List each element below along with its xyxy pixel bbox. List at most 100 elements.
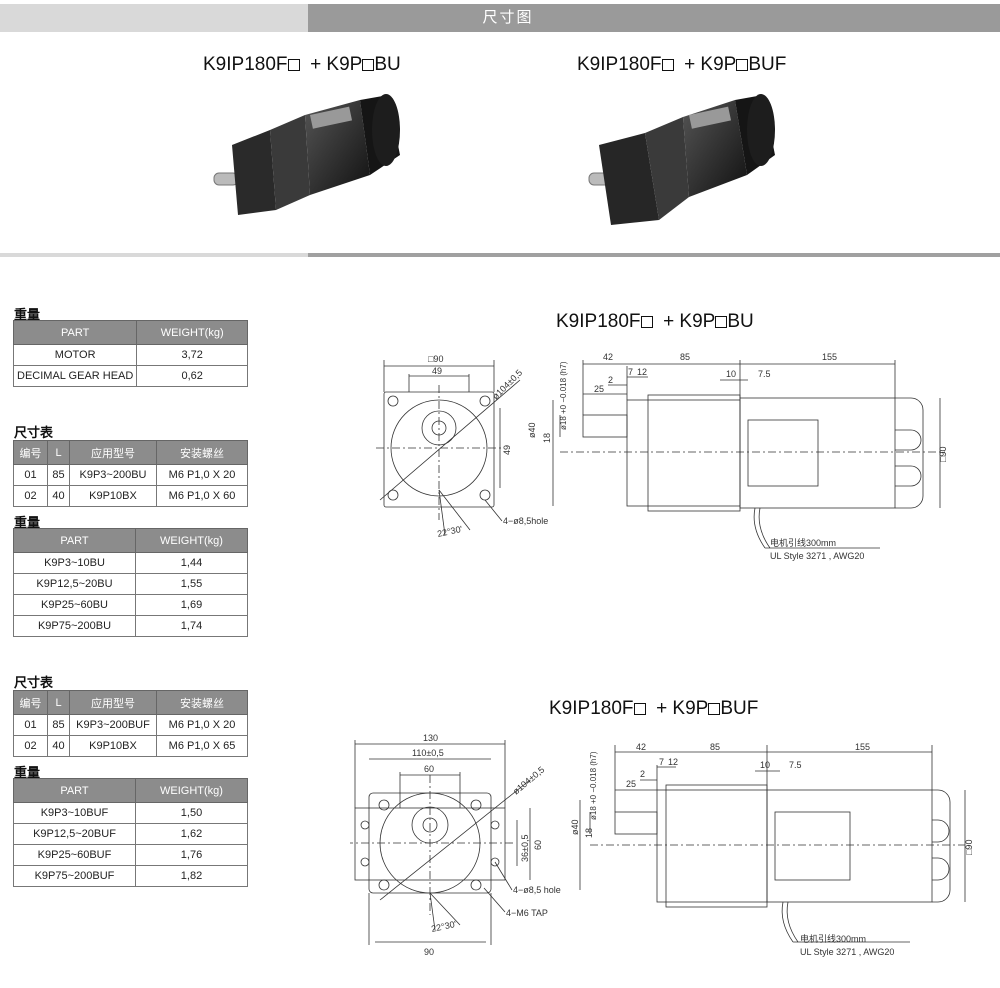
dim-label: 4−ø8,5hole xyxy=(503,516,548,526)
dim-label: 49 xyxy=(502,445,512,455)
box-glyph xyxy=(362,59,375,71)
dim-label: 12 xyxy=(637,367,647,377)
column-header: WEIGHT(kg) xyxy=(135,778,248,803)
lead-wire-label: 电机引线300mm xyxy=(800,933,866,944)
column-header: WEIGHT(kg) xyxy=(135,528,248,553)
column-header: L xyxy=(47,690,70,715)
page-title: 尺寸图 xyxy=(482,9,534,26)
buf-weight-label: 重量 xyxy=(14,765,41,780)
bu-weight-label: 重量 xyxy=(14,515,41,530)
column-header: 编号 xyxy=(13,690,48,715)
dim-label: 25 xyxy=(594,384,604,394)
column-header: PART xyxy=(12,320,138,345)
dim-label: □90 xyxy=(938,447,948,462)
lead-wire-label: 电机引线300mm xyxy=(770,537,836,548)
divider-left xyxy=(0,253,308,257)
dim-label: 22°30' xyxy=(430,919,457,934)
dim-label: 18 xyxy=(584,828,594,838)
dim-label: ø18 +0 −0.018 (h7) xyxy=(589,751,598,820)
side-view-bu: 42 85 155 7 12 2 25 10 7.5 ø18 +0 −0.018… xyxy=(527,352,948,561)
dim-label: 85 xyxy=(710,742,720,752)
lead-wire-spec: UL Style 3271 , AWG20 xyxy=(770,551,864,561)
dim-label: ø18 +0 −0.018 (h7) xyxy=(559,361,568,430)
column-header: PART xyxy=(13,528,136,553)
column-header: 安装螺丝 xyxy=(156,440,248,465)
dim-label: 155 xyxy=(822,352,837,362)
dim-label: 4−M6 TAP xyxy=(506,908,548,918)
dim-label: 42 xyxy=(603,352,613,362)
box-glyph xyxy=(708,703,721,715)
divider-right xyxy=(308,253,1000,257)
dim-label: 49 xyxy=(432,366,442,376)
dim-label: □90 xyxy=(428,354,443,364)
dim-label: 4−ø8,5 hole xyxy=(513,885,561,895)
front-view-bu: □90 49 ø104±0,5 49 22°30' 4−ø8,5hole xyxy=(376,354,548,539)
front-view-buf: 130 110±0,5 60 ø104±0,5 36±0,5 60 4−ø8,5… xyxy=(350,733,561,957)
dim-label: 10 xyxy=(760,760,770,770)
dim-label: ø104±0,5 xyxy=(490,367,524,401)
dim-label: 36±0,5 xyxy=(520,835,530,862)
motor-weight-label: 重量 xyxy=(14,307,41,322)
box-glyph xyxy=(640,316,653,328)
dim-label: 155 xyxy=(855,742,870,752)
dim-label: 110±0,5 xyxy=(412,748,444,758)
dimension-drawing-buf: 130 110±0,5 60 ø104±0,5 36±0,5 60 4−ø8,5… xyxy=(350,733,974,957)
buf-dims-label: 尺寸表 xyxy=(14,675,54,690)
dim-label: ø104±0,5 xyxy=(511,764,547,796)
box-glyph xyxy=(715,316,728,328)
motor-photo-bu xyxy=(213,94,400,215)
dim-label: 130 xyxy=(423,733,438,743)
column-header: PART xyxy=(13,778,136,803)
box-glyph xyxy=(661,59,674,71)
lead-wire-spec: UL Style 3271 , AWG20 xyxy=(800,947,894,957)
dim-label: 18 xyxy=(542,433,552,443)
dim-label: 22°30' xyxy=(436,524,463,539)
box-glyph xyxy=(736,59,749,71)
dim-label: 60 xyxy=(533,840,543,850)
shaft-shape xyxy=(213,172,239,186)
column-header: 编号 xyxy=(13,440,48,465)
dim-label: 90 xyxy=(424,947,434,957)
dim-label: 60 xyxy=(424,764,434,774)
column-header: L xyxy=(47,440,70,465)
dim-label: 7.5 xyxy=(789,760,802,770)
dim-label: 12 xyxy=(668,757,678,767)
box-glyph xyxy=(287,59,300,71)
motor-photo-buf xyxy=(588,94,775,225)
header-band-right xyxy=(308,4,1000,32)
dim-label: 7.5 xyxy=(758,369,771,379)
dim-label: 2 xyxy=(608,375,613,385)
dim-label: 2 xyxy=(640,769,645,779)
box-glyph xyxy=(633,703,646,715)
dim-label: 7 xyxy=(659,757,664,767)
dimension-drawing-bu: □90 49 ø104±0,5 49 22°30' 4−ø8,5hole 42 … xyxy=(376,352,948,561)
header-band-left xyxy=(0,4,308,32)
bu-dims-label: 尺寸表 xyxy=(14,425,54,440)
dim-label: 85 xyxy=(680,352,690,362)
side-view-buf: 42 85 155 7 12 2 25 10 7.5 ø18 +0 −0.018… xyxy=(570,742,974,957)
column-header: 应用型号 xyxy=(69,690,157,715)
dim-label: ø40 xyxy=(527,422,537,438)
dim-label: 7 xyxy=(628,367,633,377)
dim-label: 42 xyxy=(636,742,646,752)
